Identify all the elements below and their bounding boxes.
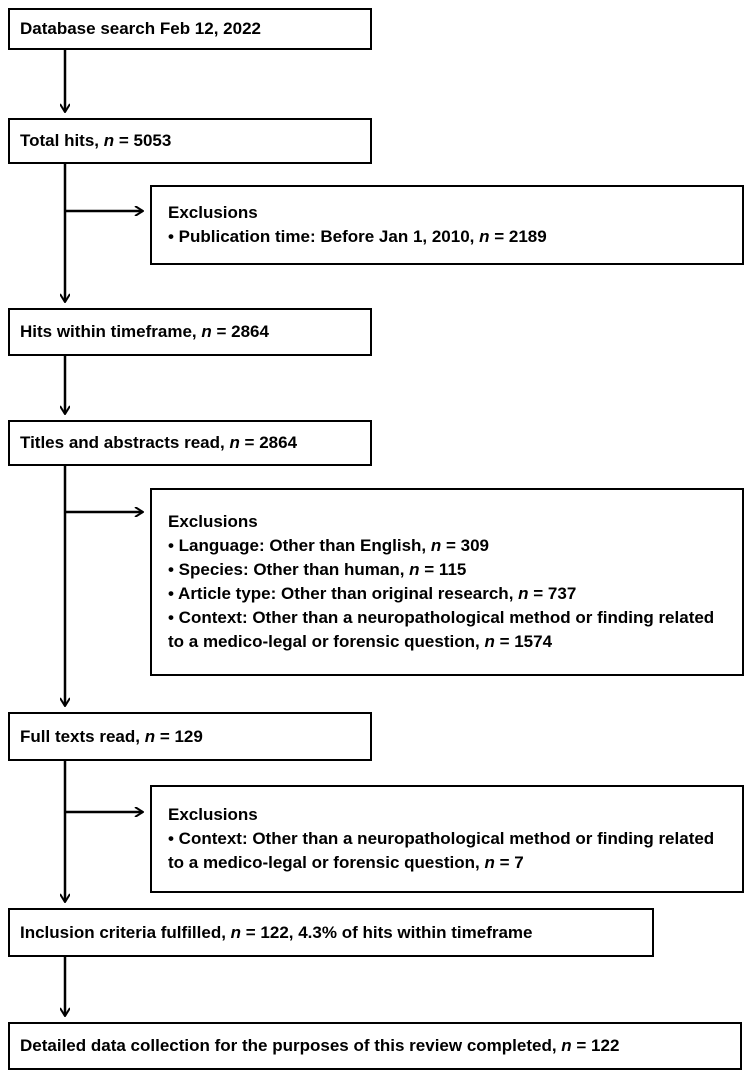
final-data-collection-text: Detailed data collection for the purpose… [20, 1036, 620, 1055]
exclusion-item: • Context: Other than a neuropathologica… [168, 829, 715, 872]
full-texts-text: Full texts read, n = 129 [20, 726, 203, 746]
final-data-collection-box: Detailed data collection for the purpose… [8, 1022, 742, 1070]
database-search-text: Database search Feb 12, 2022 [20, 19, 261, 38]
exclusions-title: Exclusions [168, 203, 258, 222]
inclusion-criteria-box: Inclusion criteria fulfilled, n = 122, 4… [8, 908, 654, 957]
full-texts-box: Full texts read, n = 129 [8, 712, 372, 761]
exclusions-title: Exclusions [168, 512, 258, 531]
database-search-box: Database search Feb 12, 2022 [8, 8, 372, 50]
titles-abstracts-text: Titles and abstracts read, n = 2864 [20, 433, 298, 452]
exclusions-title: Exclusions [168, 805, 258, 824]
exclusions-box-2: Exclusions • Language: Other than Englis… [150, 488, 744, 676]
hits-within-timeframe-text: Hits within timeframe, n = 2864 [20, 322, 269, 341]
exclusions-box-3: Exclusions • Context: Other than a neuro… [150, 785, 744, 893]
exclusion-item: • Article type: Other than original rese… [168, 584, 577, 603]
exclusions-box-1: Exclusions • Publication time: Before Ja… [150, 185, 744, 265]
exclusion-item: • Language: Other than English, n = 309 [168, 536, 489, 555]
exclusion-item: • Context: Other than a neuropathologica… [168, 608, 715, 651]
inclusion-criteria-text: Inclusion criteria fulfilled, n = 122, 4… [20, 922, 533, 942]
total-hits-text: Total hits, n = 5053 [20, 131, 172, 150]
exclusion-item: • Publication time: Before Jan 1, 2010, … [168, 227, 547, 246]
exclusion-item: • Species: Other than human, n = 115 [168, 560, 467, 579]
titles-abstracts-box: Titles and abstracts read, n = 2864 [8, 420, 372, 466]
hits-within-timeframe-box: Hits within timeframe, n = 2864 [8, 308, 372, 356]
total-hits-box: Total hits, n = 5053 [8, 118, 372, 164]
